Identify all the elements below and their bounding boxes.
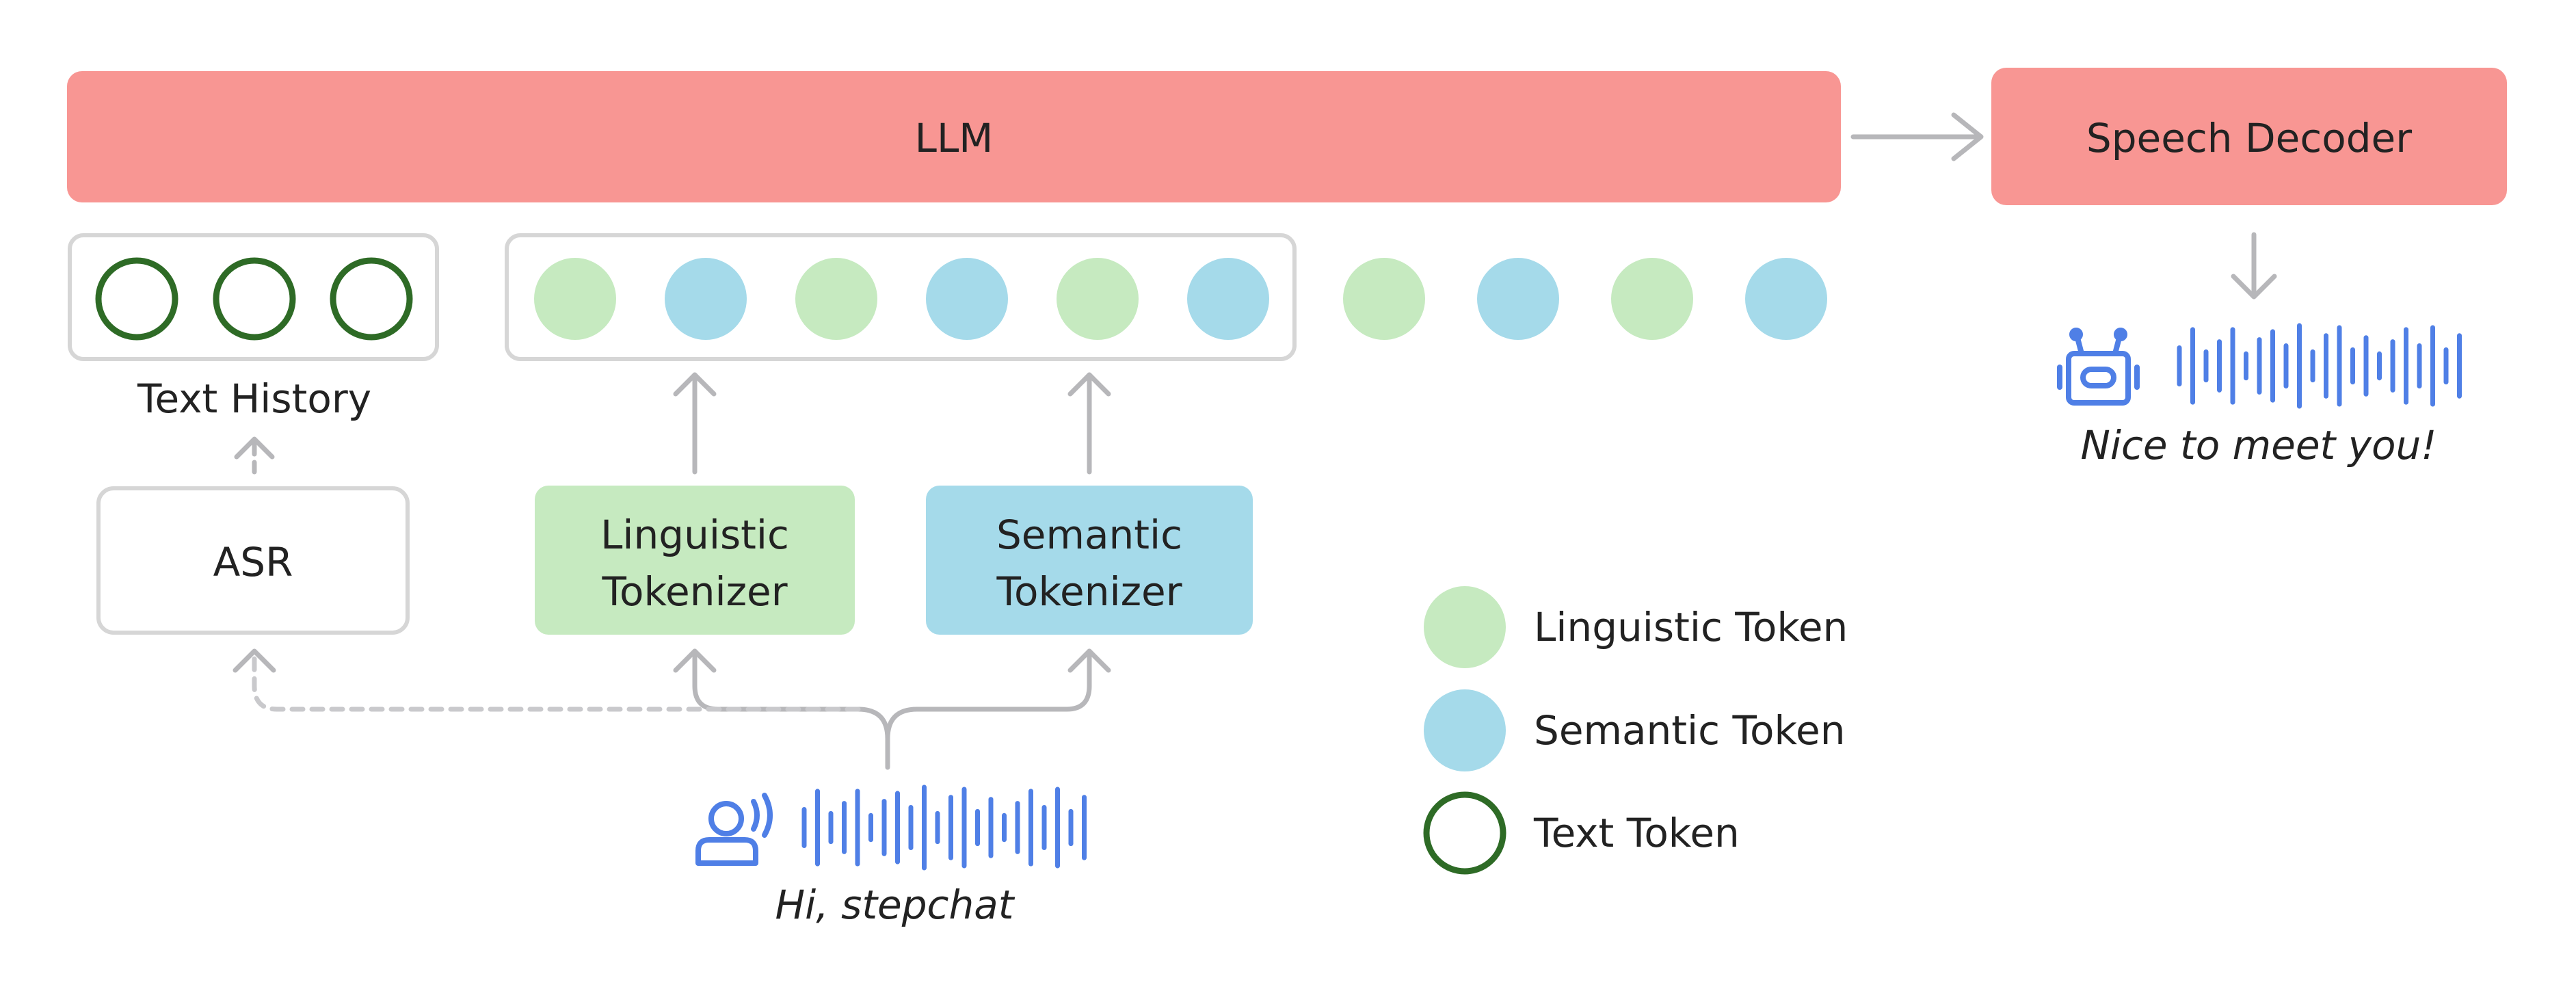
- semantic-tokenizer-label-line1: Semantic: [996, 512, 1182, 558]
- bot-utterance: Nice to meet you!: [2080, 422, 2436, 468]
- asr-block: ASR: [96, 486, 410, 635]
- legend-label-text: Text Token: [1533, 810, 1740, 856]
- speech-decoder-block: Speech Decoder: [1991, 68, 2507, 205]
- input-token-box: [505, 233, 1297, 361]
- linguistic-token-input-3: [795, 258, 877, 340]
- linguistic-token-input-1: [534, 258, 616, 340]
- semantic-token-input-2: [665, 258, 747, 340]
- text-token-2: [213, 257, 296, 341]
- linguistic-tokenizer-label-line1: Linguistic: [600, 512, 789, 558]
- legend-swatch-text: [1423, 791, 1506, 875]
- asr-to-history-arrow: [234, 436, 275, 475]
- user-utterance: Hi, stepchat: [775, 882, 1015, 928]
- semantic-tokenizer-block: Semantic Tokenizer: [926, 486, 1253, 635]
- linguistic-tokenizer-label-line2: Tokenizer: [601, 568, 787, 615]
- bot-icon: [2057, 328, 2140, 406]
- text-token-1: [95, 257, 178, 341]
- legend-label-linguistic: Linguistic Token: [1534, 604, 1848, 650]
- linguistic-token-output-3: [1611, 258, 1693, 340]
- text-token-3: [330, 257, 413, 341]
- output-token-sequence: [1343, 258, 1827, 340]
- semantic-tokenizer-label-line2: Tokenizer: [996, 568, 1182, 615]
- legend-item-semantic: Semantic Token: [1424, 689, 1846, 771]
- linguistic-token-output-1: [1343, 258, 1425, 340]
- legend-swatch-semantic: [1424, 689, 1506, 771]
- semantic-token-output-4: [1745, 258, 1827, 340]
- semantic-token-input-6: [1187, 258, 1269, 340]
- llm-label: LLM: [915, 115, 994, 161]
- semantic-token-output-2: [1477, 258, 1559, 340]
- user-speaking-icon: [695, 793, 773, 866]
- linguistic-token-input-5: [1057, 258, 1139, 340]
- asr-label: ASR: [213, 539, 293, 585]
- legend-item-linguistic: Linguistic Token: [1424, 586, 1848, 668]
- decoder-output-arrow: [2231, 232, 2277, 300]
- legend-swatch-linguistic: [1424, 586, 1506, 668]
- text-history-box: Text History: [68, 233, 439, 422]
- llm-to-decoder-arrow: [1850, 112, 1984, 161]
- asr-dashed-connector: [233, 648, 861, 712]
- text-history-tokens: [95, 257, 413, 341]
- text-history-label: Text History: [137, 375, 371, 422]
- llm-block: LLM: [67, 71, 1841, 202]
- legend-label-semantic: Semantic Token: [1534, 707, 1846, 754]
- semantic-token-input-4: [926, 258, 1008, 340]
- speech-decoder-label: Speech Decoder: [2086, 115, 2412, 161]
- user-waveform: [801, 784, 1087, 871]
- input-token-sequence: [534, 258, 1269, 340]
- linguistic-tokenizer-block: Linguistic Tokenizer: [535, 486, 855, 635]
- bot-waveform: [2177, 323, 2462, 409]
- tokenizer-up-arrows: [673, 372, 1111, 475]
- legend-item-text: Text Token: [1423, 791, 1740, 875]
